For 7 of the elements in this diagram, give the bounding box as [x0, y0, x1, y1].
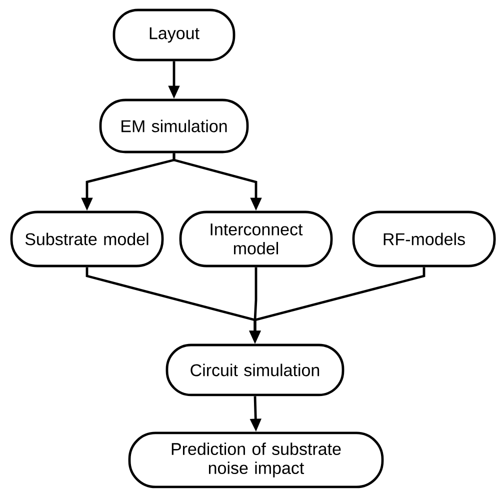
process-box: Prediction of substrate noise impact — [128, 432, 384, 488]
process-box: Layout — [112, 8, 236, 62]
process-box: EM simulation — [99, 98, 249, 154]
process-box: Interconnect model — [179, 210, 333, 268]
process-box: Substrate model — [10, 210, 164, 268]
process-box: RF-models — [352, 210, 496, 268]
process-box: Circuit simulation — [166, 344, 344, 396]
